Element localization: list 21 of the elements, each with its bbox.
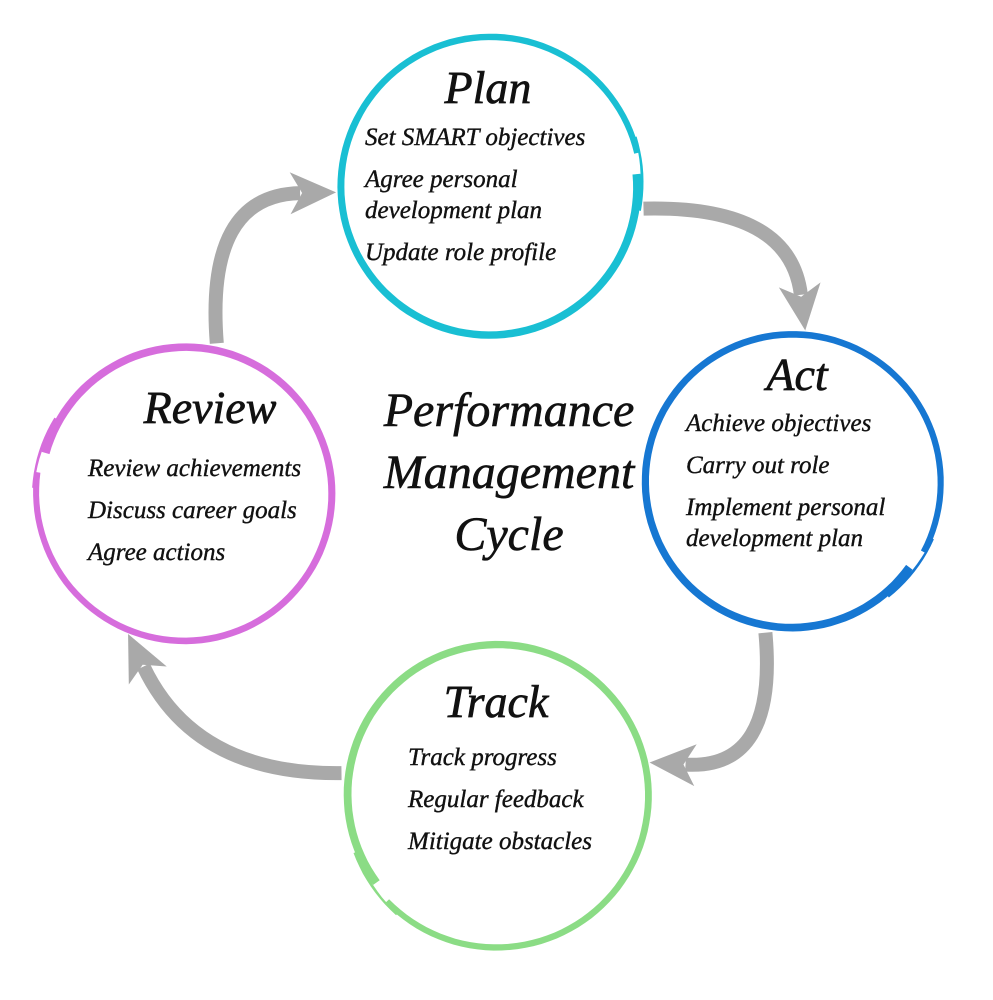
- stage-heading: Review: [144, 382, 276, 434]
- stage-item: Set SMART objectives: [365, 123, 586, 153]
- stage-item: Agree actions: [88, 538, 226, 568]
- stage-item: Regular feedback: [408, 785, 584, 815]
- curved-arrow: [208, 173, 336, 344]
- stage-item: Update role profile: [365, 238, 556, 268]
- curved-arrow: [650, 632, 774, 786]
- diagram-title: Performance Management Cycle: [382, 383, 636, 563]
- stage-item: Agree personal development plan: [365, 165, 544, 226]
- curved-arrow: [126, 634, 342, 780]
- stage-item: Implement personal development plan: [686, 493, 886, 554]
- stage-item: Review achievements: [88, 454, 302, 484]
- stage-heading: Track: [444, 676, 548, 728]
- stage-heading: Plan: [444, 62, 532, 114]
- stage-item: Mitigate obstacles: [408, 827, 592, 857]
- stage-item: Discuss career goals: [88, 496, 297, 526]
- stage-heading: Act: [766, 349, 828, 401]
- stage-item: Carry out role: [686, 451, 830, 481]
- curved-arrow: [643, 202, 820, 330]
- stage-item: Achieve objectives: [686, 409, 872, 439]
- stage-item: Track progress: [408, 743, 557, 773]
